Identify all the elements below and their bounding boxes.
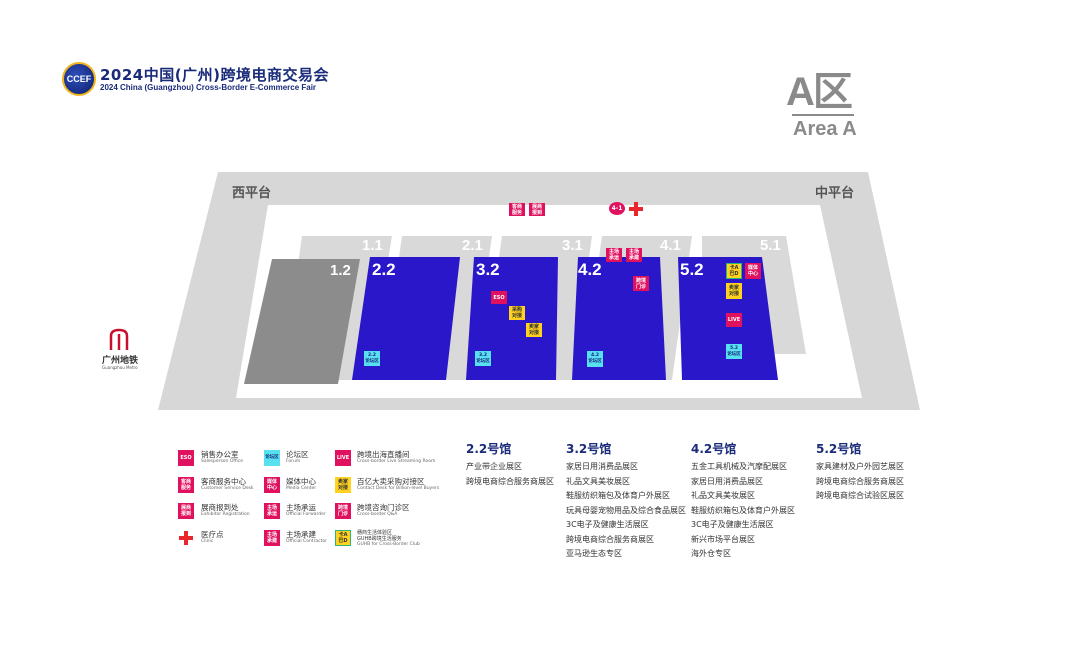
list-item: 跨境电商综合服务商展区	[566, 534, 654, 544]
metro-label-cn: 广州地铁	[102, 356, 139, 366]
hall-label-1-1: 1.1	[362, 237, 383, 254]
west-platform-label: 西平台	[232, 186, 272, 201]
cross-border-consult-tag[interactable]: 跨境 门诊	[633, 276, 649, 291]
hall-2-2-list: 产业带企业展区 跨境电商综合服务商展区	[466, 460, 554, 489]
forum-tag-4-2[interactable]: 4.2 论坛区	[587, 351, 603, 367]
hall-5-2-title: 5.2号馆	[816, 442, 862, 456]
fair-title: 2024中国(广州)跨境电商交易会	[100, 66, 329, 84]
clinic-number-tag[interactable]: 4-1	[609, 202, 625, 215]
list-item: 礼品文具美妆展区	[691, 491, 755, 500]
list-item: 海外仓专区	[691, 549, 731, 558]
legend-clinic-icon	[179, 531, 193, 545]
hall-label-3-2: 3.2	[476, 260, 500, 279]
hall-label-4-2: 4.2	[578, 260, 602, 279]
customer-service-tag[interactable]: 客商 服务	[509, 203, 525, 216]
eso-tag[interactable]: ESO	[491, 291, 507, 304]
list-item: 鞋服纺织箱包及体育户外展区	[566, 491, 670, 500]
metro-label-en: Guangzhou Metro	[102, 365, 138, 370]
list-item: 鞋服纺织箱包及体育户外展区	[691, 505, 795, 515]
list-item: 跨境电商综合试验区展区	[816, 491, 904, 500]
hall-label-5-2: 5.2	[680, 260, 704, 279]
hall-label-1-2: 1.2	[330, 262, 351, 279]
area-divider	[792, 114, 854, 116]
legend-registration-icon: 展商 报到	[178, 503, 194, 519]
list-item: 玩具母婴宠物用品及综合食品展区	[566, 505, 686, 515]
legend-forwarder-icon: 主场 承运	[264, 503, 280, 519]
hall-label-2-2: 2.2	[372, 260, 396, 279]
legend-service-icon: 客商 服务	[178, 477, 194, 493]
list-item: 家具建材及户外园艺展区	[816, 462, 904, 471]
official-forwarder-tag[interactable]: 主场 承运	[606, 248, 622, 262]
list-item: 跨境电商综合服务商展区	[466, 476, 554, 486]
forum-tag-3-2[interactable]: 3.2 论坛区	[475, 351, 491, 366]
list-item: 亚马逊生态专区	[566, 549, 622, 558]
list-item: 家居日用消费品展区	[691, 476, 763, 486]
hall-3-2-title: 3.2号馆	[566, 442, 612, 456]
hall-2-2-title: 2.2号馆	[466, 442, 512, 456]
cbc-club-tag[interactable]: 卡A 巴D	[726, 263, 742, 279]
fair-subtitle: 2024 China (Guangzhou) Cross-Border E-Co…	[100, 83, 317, 92]
legend-forum-icon: 论坛区	[264, 450, 280, 466]
area-title-en: Area A	[793, 118, 857, 140]
hall-label-3-1: 3.1	[562, 237, 583, 254]
area-title-cn: A区	[786, 70, 853, 114]
contact-desk-tag-3-2a[interactable]: 采购 对接	[509, 306, 525, 320]
middle-platform-label: 中平台	[815, 186, 855, 201]
list-item: 3C电子及健康生活展区	[566, 520, 649, 529]
guangzhou-metro-icon	[109, 328, 129, 350]
legend-buyer-contact-icon: 卖家 对接	[335, 477, 351, 493]
hall-5-2-list: 家具建材及户外园艺展区 跨境电商综合服务商展区 跨境电商综合试验区展区	[816, 460, 904, 504]
legend-consult-icon: 跨境 门诊	[335, 503, 351, 519]
hall-3-2-list: 家居日用消费品展区 礼品文具美妆展区 鞋服纺织箱包及体育户外展区 玩具母婴宠物用…	[566, 460, 686, 562]
list-item: 五金工具机械及汽摩配展区	[691, 462, 787, 471]
exhibitor-registration-tag[interactable]: 展商 报到	[529, 203, 545, 216]
list-item: 新兴市场平台展区	[691, 534, 755, 544]
seller-contact-tag-5-2[interactable]: 卖家 对接	[726, 283, 742, 299]
list-item: 家居日用消费品展区	[566, 462, 638, 471]
legend-club-icon: 卡A 巴D	[335, 530, 351, 546]
contact-desk-tag-3-2b[interactable]: 卖家 对接	[526, 323, 542, 337]
list-item: 产业带企业展区	[466, 462, 522, 471]
list-item: 3C电子及健康生活展区	[691, 520, 774, 529]
forum-tag-5-2[interactable]: 5.2 论坛区	[726, 344, 742, 359]
live-streaming-tag[interactable]: LIVE	[726, 313, 742, 327]
hall-label-2-1: 2.1	[462, 237, 483, 254]
legend-eso-icon: ESO	[178, 450, 194, 466]
media-center-tag[interactable]: 媒体 中心	[745, 263, 761, 279]
legend-contractor-icon: 主场 承建	[264, 530, 280, 546]
hall-2-2	[352, 257, 460, 380]
hall-1-2	[244, 259, 360, 384]
forum-tag-2-2[interactable]: 2.2 论坛区	[364, 351, 380, 366]
hall-4-2-title: 4.2号馆	[691, 442, 737, 456]
hall-label-4-1: 4.1	[660, 237, 681, 254]
list-item: 跨境电商综合服务商展区	[816, 476, 904, 486]
hall-4-2-list: 五金工具机械及汽摩配展区 家居日用消费品展区 礼品文具美妆展区 鞋服纺织箱包及体…	[691, 460, 795, 562]
official-contractor-tag[interactable]: 主场 承建	[626, 248, 642, 262]
clinic-cross-icon[interactable]	[629, 202, 643, 216]
list-item: 礼品文具美妆展区	[566, 476, 630, 486]
legend-live-icon: LIVE	[335, 450, 351, 466]
ccef-logo: CCEF	[62, 62, 96, 96]
legend-media-icon: 媒体 中心	[264, 477, 280, 493]
hall-label-5-1: 5.1	[760, 237, 781, 254]
